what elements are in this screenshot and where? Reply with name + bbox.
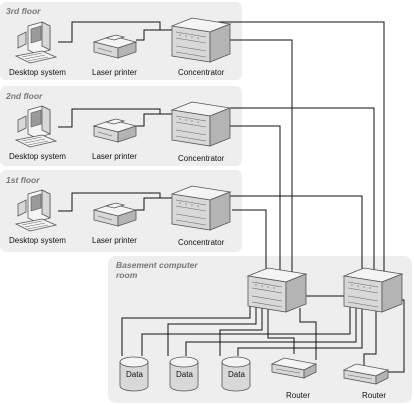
label-router-2: Router [362,391,386,400]
label-router-1: Router [286,391,310,400]
label-printer-1st-floor: Laser printer [92,236,137,245]
label-concentrator-2nd-floor: Concentrator [178,154,225,163]
cable-1st-floor-printer [136,197,172,211]
label-concentrator-3rd-floor: Concentrator [178,68,225,77]
label-printer-3rd-floor: Laser printer [92,68,137,77]
label-data-1: Data [126,370,143,379]
zone-title-basement-line2: room [116,270,138,280]
cable-switch2-to-data-1 [141,304,351,356]
cable-3rd-floor-to-right-switch [218,21,385,278]
cable-2nd-floor-printer [136,113,172,127]
cable-2nd-floor-to-right-switch [218,107,375,278]
zone-title-1st-floor: 1st floor [6,175,40,185]
cable-switch-to-router-1 [267,308,295,354]
cable-switch-to-router-1b [299,308,317,360]
cable-switch2-to-data-2 [185,306,357,356]
cable-3rd-floor-to-left-switch [226,39,293,282]
switch-icon-left [247,267,307,313]
cables [58,21,405,373]
switch-icon-right [343,267,403,313]
label-desktop-1st-floor: Desktop system [9,236,66,245]
cable-1st-floor-to-right-switch [226,195,363,278]
label-printer-2nd-floor: Laser printer [92,152,137,161]
concentrator-icon-1st-floor [171,185,231,231]
cable-2nd-floor-to-left-switch [226,125,281,276]
zone-title-basement-line1: Basement computer [116,260,198,270]
label-desktop-2nd-floor: Desktop system [9,152,66,161]
label-concentrator-1st-floor: Concentrator [178,238,225,247]
cable-switch-to-data-3 [219,306,263,356]
label-desktop-3rd-floor: Desktop system [9,68,66,77]
label-data-2: Data [176,370,193,379]
cable-switch-to-data-2 [167,304,257,356]
zone-title-2nd-floor: 2nd floor [5,91,43,101]
concentrator-icon-2nd-floor [171,101,231,147]
cable-switch2-to-router-2 [363,310,377,366]
cable-3rd-floor-printer [136,29,172,41]
cable-1st-floor-to-left-switch [232,209,267,276]
cable-switch2-to-data-3 [237,308,363,356]
zone-title-3rd-floor: 3rd floor [6,6,41,16]
cable-switch-to-data-1 [121,302,251,356]
label-data-3: Data [228,370,245,379]
concentrator-icon-3rd-floor [171,17,231,63]
